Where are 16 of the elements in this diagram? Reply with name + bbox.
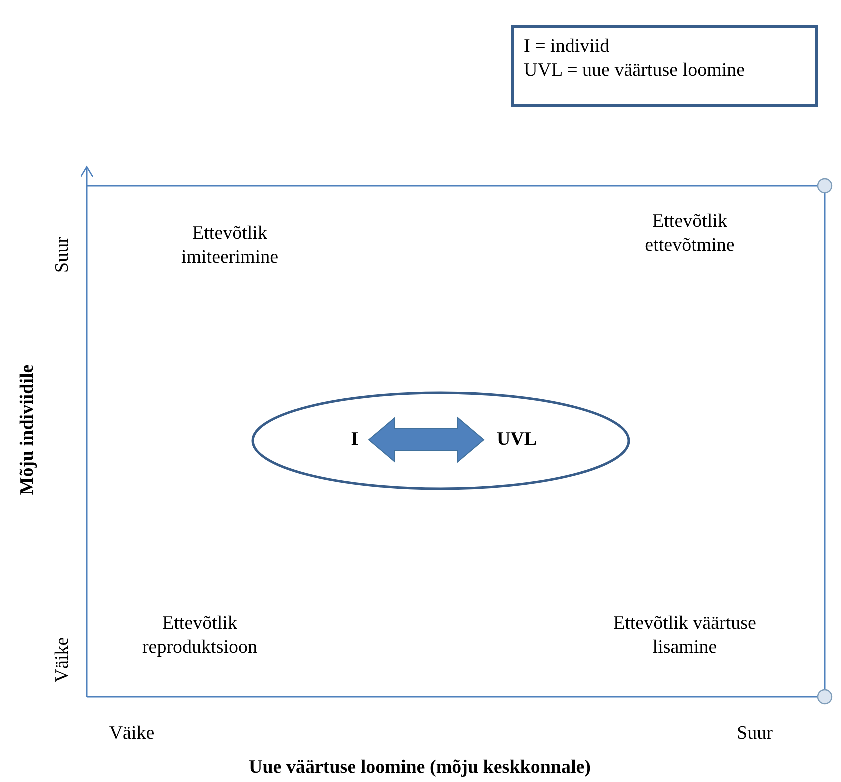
axis-tick-label: Suur xyxy=(736,722,774,746)
axis-title: Mõju indiviidile xyxy=(16,364,39,496)
legend-box xyxy=(511,25,818,107)
axis-tick-label: Väike xyxy=(51,637,74,683)
node-label: UVL xyxy=(482,428,552,452)
quadrant-label: Ettevõtlik ettevõtmine xyxy=(644,210,736,258)
double-arrow xyxy=(368,416,485,464)
legend-text: I = indiviid xyxy=(524,35,611,59)
axis-title: Uue väärtuse loomine (mõju keskkonnale) xyxy=(248,756,592,780)
quadrant-label: Ettevõtlik reproduktsioon xyxy=(141,612,259,660)
quadrant-label: Ettevõtlik väärtuse lisamine xyxy=(612,612,758,660)
axis-tick-label: Suur xyxy=(51,237,74,273)
quadrant-label: Ettevõtlik imiteerimine xyxy=(180,222,280,270)
node-label: I xyxy=(335,428,375,452)
legend-text: UVL = uue väärtuse loomine xyxy=(524,59,746,83)
axis-tick-label: Väike xyxy=(108,722,156,746)
